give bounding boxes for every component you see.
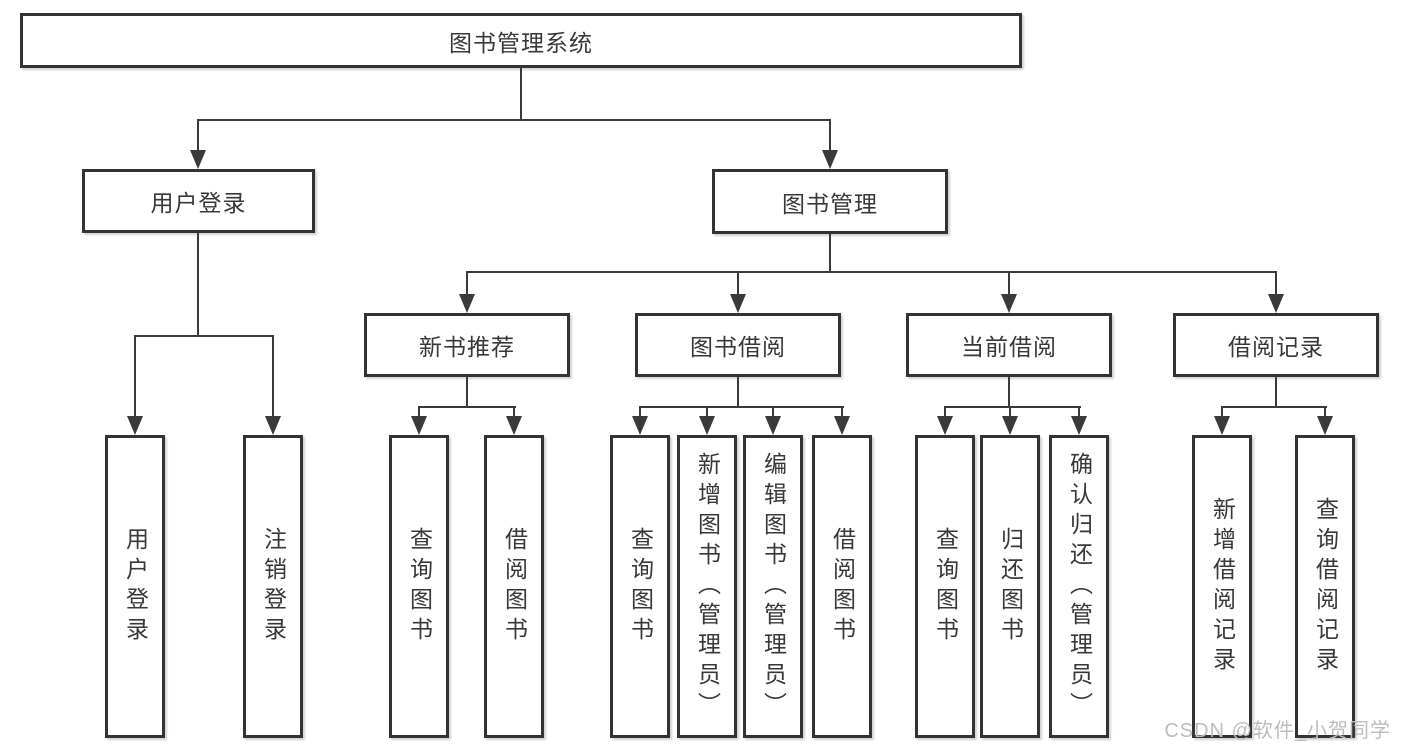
node-label: 图书管理系统 bbox=[449, 29, 593, 56]
connector-line bbox=[197, 119, 199, 152]
connector-line bbox=[1009, 406, 1011, 418]
connector-line bbox=[829, 119, 831, 152]
node-borrowing-records: 借阅记录 bbox=[1173, 313, 1379, 377]
arrowhead-icon bbox=[411, 416, 427, 435]
connector-line bbox=[737, 377, 739, 408]
node-current-borrowing: 当前借阅 bbox=[906, 313, 1112, 377]
leaf-query-borrow-record: 查询借阅记录 bbox=[1295, 435, 1355, 738]
leaf-confirm-return-admin: 确认归还（管理员） bbox=[1049, 435, 1109, 738]
node-user-login: 用户登录 bbox=[82, 169, 315, 233]
connector-line bbox=[513, 406, 515, 418]
leaf-label: 查询借阅记录 bbox=[1312, 496, 1339, 677]
connector-line bbox=[639, 406, 844, 408]
connector-line bbox=[466, 377, 468, 408]
connector-line bbox=[1008, 377, 1010, 408]
leaf-label: 注销登录 bbox=[260, 526, 287, 647]
arrowhead-icon bbox=[834, 416, 850, 435]
leaf-add-books-admin: 新增图书（管理员） bbox=[677, 435, 737, 738]
leaf-edit-books-admin: 编辑图书（管理员） bbox=[743, 435, 803, 738]
connector-line bbox=[197, 233, 199, 337]
connector-line bbox=[639, 406, 641, 418]
leaf-label: 新增图书（管理员） bbox=[694, 451, 721, 722]
leaf-borrow-books: 借阅图书 bbox=[812, 435, 872, 738]
connector-line bbox=[1008, 271, 1010, 296]
node-label: 图书借阅 bbox=[690, 334, 786, 360]
leaf-label: 归还图书 bbox=[997, 526, 1024, 647]
connector-line bbox=[197, 119, 831, 121]
arrowhead-icon bbox=[937, 416, 953, 435]
arrowhead-icon bbox=[1071, 416, 1087, 435]
leaf-query-books-borrowing: 查询图书 bbox=[610, 435, 670, 738]
connector-line bbox=[1275, 271, 1277, 296]
node-new-book-recommend: 新书推荐 bbox=[364, 313, 570, 377]
leaf-label: 编辑图书（管理员） bbox=[760, 451, 787, 722]
arrowhead-icon bbox=[1268, 294, 1284, 313]
leaf-label: 查询图书 bbox=[932, 526, 959, 647]
connector-line bbox=[1324, 406, 1326, 418]
connector-line bbox=[1078, 406, 1080, 418]
connector-line bbox=[737, 271, 739, 296]
leaf-user-login: 用户登录 bbox=[105, 435, 165, 738]
leaf-label: 借阅图书 bbox=[829, 526, 856, 647]
leaf-add-borrow-record: 新增借阅记录 bbox=[1192, 435, 1252, 738]
node-label: 新书推荐 bbox=[419, 334, 515, 360]
arrowhead-icon bbox=[1317, 416, 1333, 435]
arrowhead-icon bbox=[730, 294, 746, 313]
node-book-borrowing: 图书借阅 bbox=[635, 313, 841, 377]
connector-line bbox=[944, 406, 1081, 408]
node-label: 当前借阅 bbox=[961, 334, 1057, 360]
leaf-query-books-recommend: 查询图书 bbox=[389, 435, 449, 738]
connector-line bbox=[1275, 377, 1277, 408]
connector-line bbox=[134, 335, 274, 337]
arrowhead-icon bbox=[1214, 416, 1230, 435]
connector-line bbox=[706, 406, 708, 418]
leaf-logout: 注销登录 bbox=[243, 435, 303, 738]
arrowhead-icon bbox=[765, 416, 781, 435]
connector-line bbox=[1221, 406, 1223, 418]
node-label: 图书管理 bbox=[782, 190, 878, 217]
connector-line bbox=[944, 406, 946, 418]
arrowhead-icon bbox=[699, 416, 715, 435]
leaf-label: 用户登录 bbox=[122, 526, 149, 647]
connector-line bbox=[466, 271, 468, 296]
connector-line bbox=[520, 68, 522, 121]
connector-line bbox=[1221, 406, 1327, 408]
arrowhead-icon bbox=[506, 416, 522, 435]
node-label: 用户登录 bbox=[150, 190, 247, 216]
arrowhead-icon bbox=[190, 150, 206, 169]
leaf-query-books-current: 查询图书 bbox=[915, 435, 975, 738]
connector-line bbox=[418, 406, 516, 408]
leaf-borrow-books-recommend: 借阅图书 bbox=[484, 435, 544, 738]
arrowhead-icon bbox=[459, 294, 475, 313]
arrowhead-icon bbox=[822, 150, 838, 169]
arrowhead-icon bbox=[1002, 416, 1018, 435]
arrowhead-icon bbox=[265, 416, 281, 435]
connector-line bbox=[418, 406, 420, 418]
leaf-label: 新增借阅记录 bbox=[1209, 496, 1236, 677]
connector-line bbox=[466, 271, 1277, 273]
connector-line bbox=[841, 406, 843, 418]
leaf-label: 借阅图书 bbox=[501, 526, 528, 647]
connector-line bbox=[272, 335, 274, 418]
connector-line bbox=[772, 406, 774, 418]
node-library-management-system: 图书管理系统 bbox=[20, 13, 1022, 68]
leaf-return-books: 归还图书 bbox=[980, 435, 1040, 738]
node-label: 借阅记录 bbox=[1228, 334, 1324, 360]
leaf-label: 查询图书 bbox=[406, 526, 433, 647]
arrowhead-icon bbox=[127, 416, 143, 435]
csdn-watermark: CSDN @软件_小贺同学 bbox=[1164, 720, 1391, 742]
node-book-management: 图书管理 bbox=[712, 169, 948, 234]
arrowhead-icon bbox=[1001, 294, 1017, 313]
leaf-label: 查询图书 bbox=[627, 526, 654, 647]
arrowhead-icon bbox=[632, 416, 648, 435]
leaf-label: 确认归还（管理员） bbox=[1066, 451, 1093, 722]
connector-line bbox=[829, 234, 831, 273]
connector-line bbox=[134, 335, 136, 418]
